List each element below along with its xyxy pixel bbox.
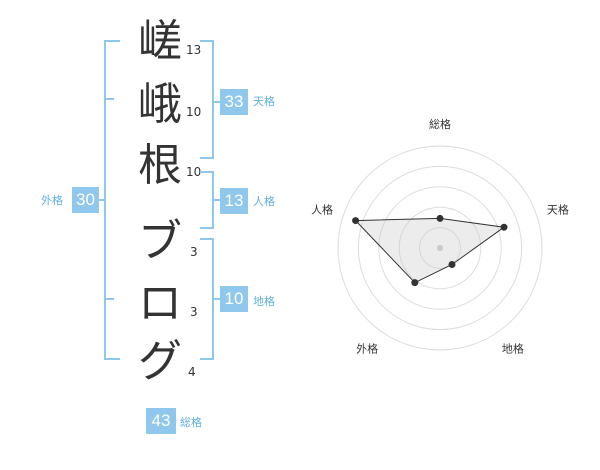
jinkaku-label: 人格 — [253, 195, 275, 208]
stroke-count-3: 10 — [186, 165, 202, 179]
stroke-count-6: 4 — [188, 365, 196, 379]
jinkaku-badge: 13 — [220, 188, 248, 214]
soukaku-badge: 43 — [146, 408, 176, 434]
name-character-1: 嵯 — [138, 16, 182, 67]
radar-axis-label-4: 外格 — [356, 341, 378, 355]
radar-axis-label-3: 地格 — [502, 341, 524, 355]
stroke-count-5: 3 — [190, 305, 198, 319]
name-character-5: ロ — [138, 278, 182, 329]
tenkaku-bracket — [200, 40, 214, 159]
stroke-count-2: 10 — [186, 105, 202, 119]
chikaku-badge: 10 — [220, 286, 248, 312]
name-character-2: 峨 — [138, 79, 182, 130]
radar-point-3 — [448, 261, 456, 269]
radar-ring — [378, 186, 502, 310]
radar-point-2 — [500, 223, 508, 231]
name-character-4: ブ — [138, 216, 182, 267]
gaikaku-connector — [98, 199, 106, 201]
radar-point-1 — [436, 214, 444, 222]
stroke-count-1: 13 — [186, 43, 202, 57]
radar-point-4 — [411, 279, 419, 287]
radar-center — [437, 245, 443, 251]
radar-axis-label-2: 天格 — [547, 203, 569, 217]
gaikaku-label: 外格 — [41, 194, 63, 207]
jinkaku-connector — [212, 199, 220, 201]
radar-area — [354, 217, 506, 284]
radar-ring — [357, 165, 523, 331]
gaikaku-badge: 30 — [72, 187, 99, 213]
radar-axis-label-1: 総格 — [429, 117, 451, 131]
name-character-6: グ — [138, 336, 182, 387]
radar-ring — [398, 206, 482, 290]
chikaku-connector — [212, 298, 220, 300]
chikaku-label: 地格 — [253, 295, 275, 308]
tenkaku-badge: 33 — [220, 89, 248, 115]
gaikaku-tick-lower — [104, 298, 114, 300]
tenkaku-label: 天格 — [253, 95, 275, 108]
radar-ring — [337, 145, 543, 351]
radar-point-5 — [352, 217, 360, 225]
soukaku-label: 総格 — [180, 416, 202, 429]
name-character-3: 根 — [138, 140, 182, 191]
gaikaku-tick-upper — [104, 98, 114, 100]
radar-ring — [419, 227, 461, 269]
tenkaku-connector — [212, 101, 220, 103]
stroke-count-4: 3 — [190, 245, 198, 259]
radar-axis-label-5: 人格 — [311, 203, 333, 217]
